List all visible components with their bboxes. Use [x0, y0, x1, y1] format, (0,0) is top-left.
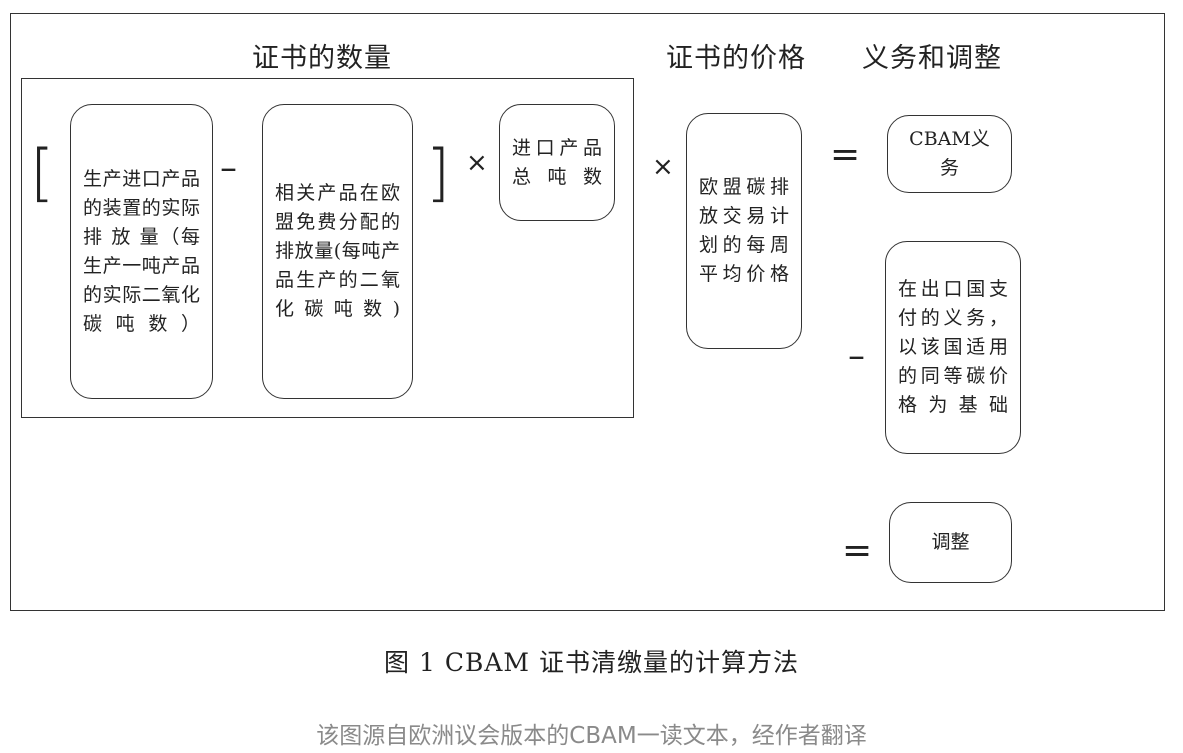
- diagram-frame: [10, 13, 1165, 611]
- equals-operator-2: =: [842, 530, 873, 571]
- box-cbam-obligation-text: CBAM义务: [909, 128, 990, 179]
- heading-obligation: 义务和调整: [862, 43, 1002, 74]
- box-actual-emissions: 生产进口产品的装置的实际排 放 量（每生产一吨产品的实际二氧化碳吨数）: [70, 104, 213, 399]
- box-adjustment: 调整: [889, 502, 1012, 583]
- open-bracket: [: [30, 136, 55, 209]
- box-free-allocation-text: 相关产品在欧盟免费分配的排放量(每吨产品生产的二氧化碳吨数): [275, 182, 400, 320]
- figure-caption: 图 1 CBAM 证书清缴量的计算方法: [384, 648, 799, 677]
- box-ets-price: 欧盟碳排放交易计划的每周平均价格: [686, 113, 802, 349]
- box-free-allocation: 相关产品在欧盟免费分配的排放量(每吨产品生产的二氧化碳吨数): [262, 104, 413, 399]
- box-total-tonnes: 进口产品总吨数: [499, 104, 615, 221]
- source-note: 该图源自欧洲议会版本的CBAM一读文本，经作者翻译: [316, 723, 867, 749]
- minus-operator-2: –: [848, 336, 865, 376]
- times-operator-2: ×: [652, 152, 674, 182]
- heading-price: 证书的价格: [666, 43, 806, 74]
- close-bracket: ]: [426, 136, 451, 209]
- box-origin-payment: 在出口国支付的义务，以该国适用的同等碳价格为基础: [885, 241, 1021, 454]
- box-ets-price-text: 欧盟碳排放交易计划的每周平均价格: [699, 176, 789, 285]
- box-origin-payment-text: 在出口国支付的义务，以该国适用的同等碳价格为基础: [898, 278, 1008, 416]
- box-cbam-obligation: CBAM义务: [887, 115, 1012, 193]
- box-total-tonnes-text: 进口产品总吨数: [512, 136, 602, 188]
- box-actual-emissions-text: 生产进口产品的装置的实际排 放 量（每生产一吨产品的实际二氧化碳吨数）: [83, 167, 200, 335]
- heading-quantity: 证书的数量: [252, 43, 392, 74]
- times-operator-1: ×: [466, 148, 488, 178]
- minus-operator-1: –: [220, 148, 237, 188]
- equals-operator-1: =: [830, 134, 861, 175]
- quantity-group-box: [21, 78, 634, 418]
- box-adjustment-text: 调整: [931, 531, 970, 553]
